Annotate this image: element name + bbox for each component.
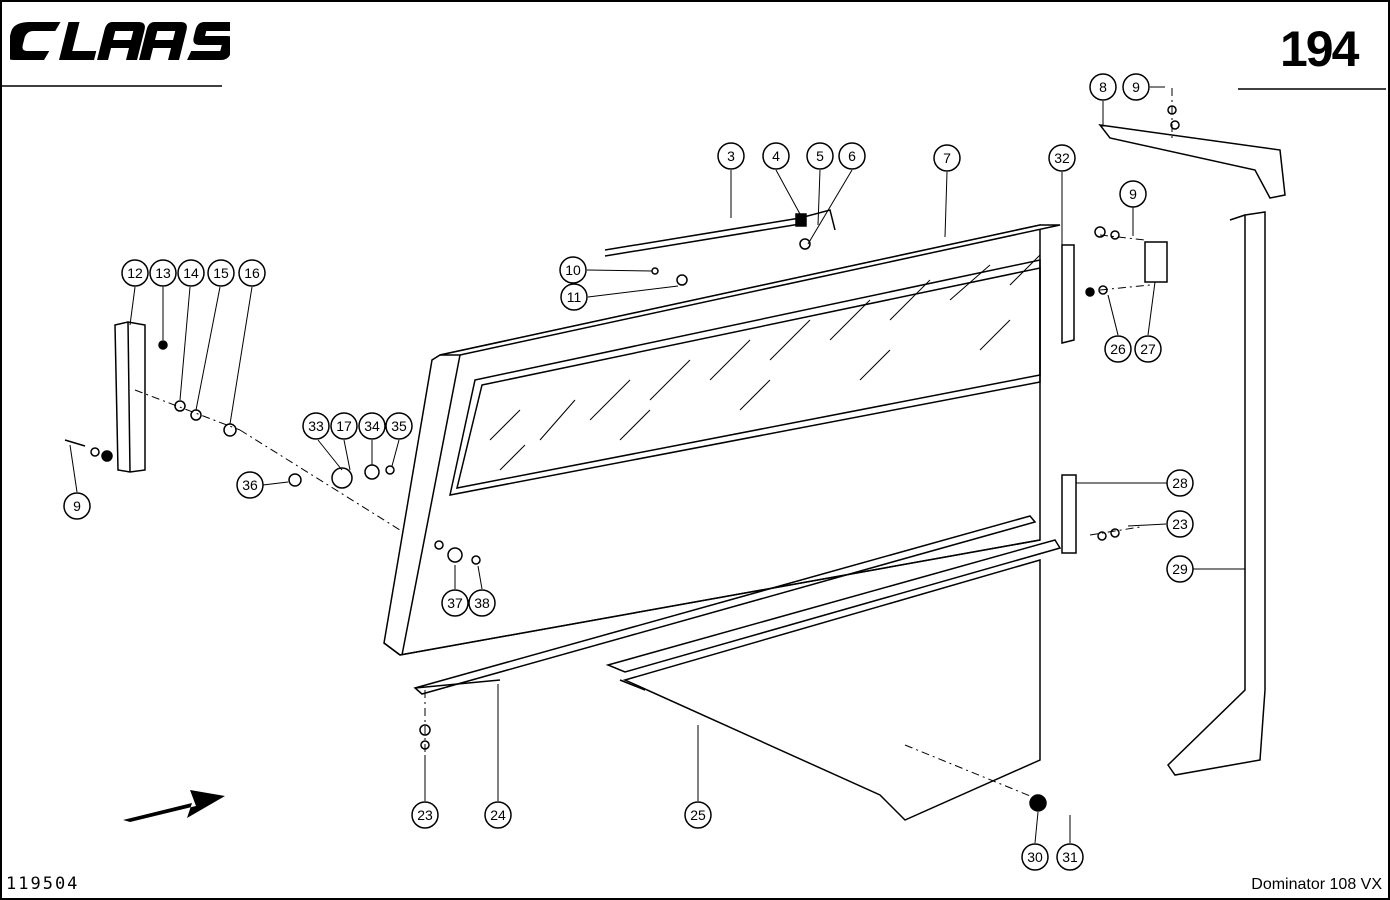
- callout-6: 6: [838, 142, 866, 170]
- callout-26: 26: [1104, 335, 1132, 363]
- svg-text:38: 38: [474, 595, 490, 611]
- callout-14: 14: [177, 259, 205, 287]
- svg-text:31: 31: [1062, 849, 1078, 865]
- svg-text:37: 37: [447, 595, 463, 611]
- bottom-rail-part: [413, 515, 1037, 695]
- direction-arrow-icon: [123, 790, 225, 822]
- svg-text:7: 7: [943, 150, 951, 166]
- callout-17: 17: [330, 412, 358, 440]
- svg-text:26: 26: [1110, 341, 1126, 357]
- svg-text:28: 28: [1172, 475, 1188, 491]
- svg-text:12: 12: [127, 265, 143, 281]
- callout-7: 7: [933, 144, 961, 172]
- strip-bracket-part: [1061, 474, 1077, 554]
- claas-logo: [6, 16, 239, 71]
- svg-text:35: 35: [391, 418, 407, 434]
- callout-37: 37: [441, 589, 469, 617]
- callout-38: 38: [468, 589, 496, 617]
- svg-text:36: 36: [242, 477, 258, 493]
- svg-text:16: 16: [244, 265, 260, 281]
- svg-text:25: 25: [690, 807, 706, 823]
- callout-28: 28: [1166, 469, 1194, 497]
- svg-text:5: 5: [816, 148, 824, 164]
- callout-12: 12: [121, 259, 149, 287]
- svg-text:9: 9: [73, 498, 81, 514]
- svg-text:8: 8: [1099, 79, 1107, 95]
- callout-31: 31: [1056, 843, 1084, 871]
- lower-flap-part: [605, 539, 1062, 821]
- svg-text:9: 9: [1132, 79, 1140, 95]
- callout-30: 30: [1021, 843, 1049, 871]
- callout-4: 4: [762, 142, 790, 170]
- callout-13: 13: [149, 259, 177, 287]
- svg-text:34: 34: [364, 418, 380, 434]
- callout-16: 16: [238, 259, 266, 287]
- svg-text:27: 27: [1140, 341, 1156, 357]
- svg-text:3: 3: [727, 148, 735, 164]
- callout-25: 25: [684, 801, 712, 829]
- callout-36: 36: [236, 471, 264, 499]
- callout-29: 29: [1166, 555, 1194, 583]
- callout-23-right: 23: [1166, 510, 1194, 538]
- callout-24: 24: [484, 801, 512, 829]
- callout-9-right: 9: [1119, 180, 1147, 208]
- svg-text:9: 9: [1129, 186, 1137, 202]
- callout-34: 34: [358, 412, 386, 440]
- left-bracket-part: [114, 321, 146, 473]
- svg-text:10: 10: [565, 262, 581, 278]
- svg-text:33: 33: [308, 418, 324, 434]
- svg-text:13: 13: [155, 265, 171, 281]
- glass-panel-part: [1061, 244, 1075, 344]
- page-number: 194: [1280, 21, 1359, 77]
- callout-27: 27: [1134, 335, 1162, 363]
- svg-text:23: 23: [1172, 516, 1188, 532]
- callout-10: 10: [559, 256, 587, 284]
- callout-23-bottom: 23: [411, 801, 439, 829]
- callout-8: 8: [1089, 73, 1117, 101]
- svg-text:4: 4: [772, 148, 780, 164]
- svg-text:17: 17: [336, 418, 352, 434]
- callout-11: 11: [560, 283, 588, 311]
- hinge-bracket-part: [1144, 241, 1168, 283]
- right-top-bracket-part: [1098, 124, 1286, 199]
- callout-3: 3: [717, 142, 745, 170]
- side-panel-part: [383, 224, 1061, 656]
- svg-text:11: 11: [567, 289, 582, 305]
- machine-model: Dominator 108 VX: [1251, 876, 1382, 893]
- svg-text:6: 6: [848, 148, 856, 164]
- support-rod-part: [604, 209, 836, 257]
- callout-9-left: 9: [63, 492, 91, 520]
- callout-5: 5: [806, 142, 834, 170]
- svg-text:30: 30: [1027, 849, 1043, 865]
- svg-text:29: 29: [1172, 561, 1188, 577]
- right-upright-part: [1167, 211, 1266, 776]
- glass-hatching: [489, 254, 1041, 471]
- callout-35: 35: [385, 412, 413, 440]
- svg-text:23: 23: [417, 807, 433, 823]
- callout-9-top: 9: [1122, 73, 1150, 101]
- svg-text:24: 24: [490, 807, 506, 823]
- callout-33: 33: [302, 412, 330, 440]
- document-code: 119504: [6, 874, 80, 894]
- svg-text:32: 32: [1054, 150, 1070, 166]
- callout-32: 32: [1048, 144, 1076, 172]
- svg-text:14: 14: [183, 265, 199, 281]
- svg-text:15: 15: [213, 265, 229, 281]
- callout-15: 15: [207, 259, 235, 287]
